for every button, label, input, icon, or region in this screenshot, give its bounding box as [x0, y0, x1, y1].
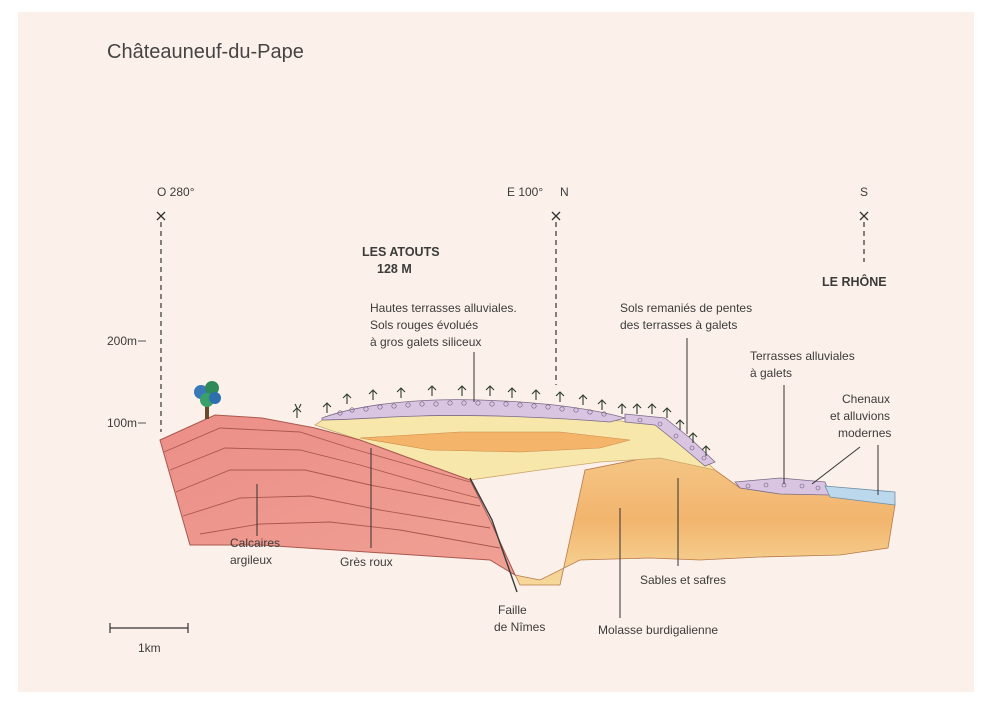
altitude-100: 100m	[107, 416, 137, 430]
chenaux-line3: modernes	[838, 426, 891, 440]
hautes-terrasses-line2: Sols rouges évolués	[370, 318, 478, 332]
scale-bar-label: 1km	[138, 641, 161, 655]
orientation-west	[157, 212, 165, 432]
altitude-200: 200m	[107, 334, 137, 348]
sables-label: Sables et safres	[640, 573, 726, 587]
chenaux-line1: Chenaux	[842, 392, 890, 406]
hautes-terrasses-line3: à gros galets siliceux	[370, 335, 481, 349]
orientation-south	[860, 212, 868, 262]
terrasses-alluviales-line2: à galets	[750, 366, 792, 380]
chenaux-line2: et alluvions	[830, 409, 890, 423]
tree-icon	[194, 381, 221, 419]
sols-remanies-line2: des terrasses à galets	[620, 318, 737, 332]
calcaires-line2: argileux	[230, 553, 272, 567]
page-title: Châteauneuf-du-Pape	[107, 41, 304, 63]
terrasses-alluviales-line1: Terrasses alluviales	[750, 349, 855, 363]
faille-line2: de Nîmes	[494, 620, 545, 634]
label-north: N	[560, 185, 569, 199]
hautes-terrasses-line1: Hautes terrasses alluviales.	[370, 301, 517, 315]
label-west: O 280°	[157, 185, 195, 199]
label-south: S	[860, 185, 868, 199]
leader-chenaux-2	[812, 447, 860, 484]
orientation-east	[552, 212, 560, 385]
calcaires-line1: Calcaires	[230, 536, 280, 550]
sols-remanies-line1: Sols remaniés de pentes	[620, 301, 752, 315]
gres-label: Grès roux	[340, 555, 393, 569]
molasse-label: Molasse burdigalienne	[598, 623, 718, 637]
site-name: LES ATOUTS	[362, 245, 440, 259]
river-label: LE RHÔNE	[822, 274, 887, 289]
faille-line1: Faille	[498, 603, 527, 617]
site-altitude: 128 M	[377, 262, 412, 276]
label-east: E 100°	[507, 185, 543, 199]
scale-bar	[110, 623, 188, 633]
